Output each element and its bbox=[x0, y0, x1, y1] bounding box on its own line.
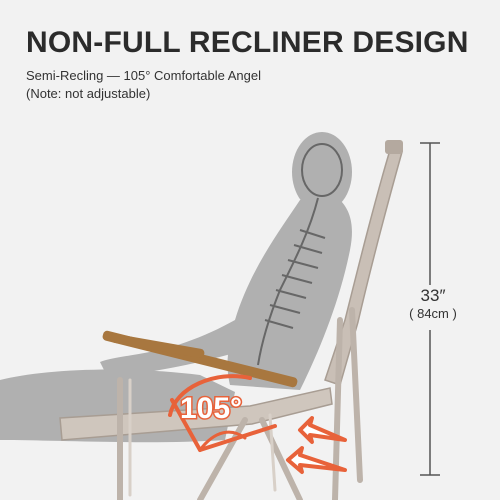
height-dimension bbox=[420, 142, 440, 476]
headline: NON-FULL RECLINER DESIGN bbox=[26, 26, 469, 59]
arrow-icon bbox=[286, 416, 347, 474]
note: (Note: not adjustable) bbox=[26, 86, 151, 101]
height-metric: ( 84cm ) bbox=[409, 306, 457, 321]
angle-indicator bbox=[168, 374, 277, 452]
skeleton bbox=[257, 143, 343, 366]
subtitle: Semi-Recling — 105° Comfortable Angel bbox=[26, 68, 261, 83]
angle-label: 105° bbox=[180, 392, 242, 425]
height-imperial: 33″ bbox=[420, 286, 446, 305]
chair bbox=[59, 140, 403, 500]
recliner-illustration: 105° bbox=[0, 132, 440, 500]
